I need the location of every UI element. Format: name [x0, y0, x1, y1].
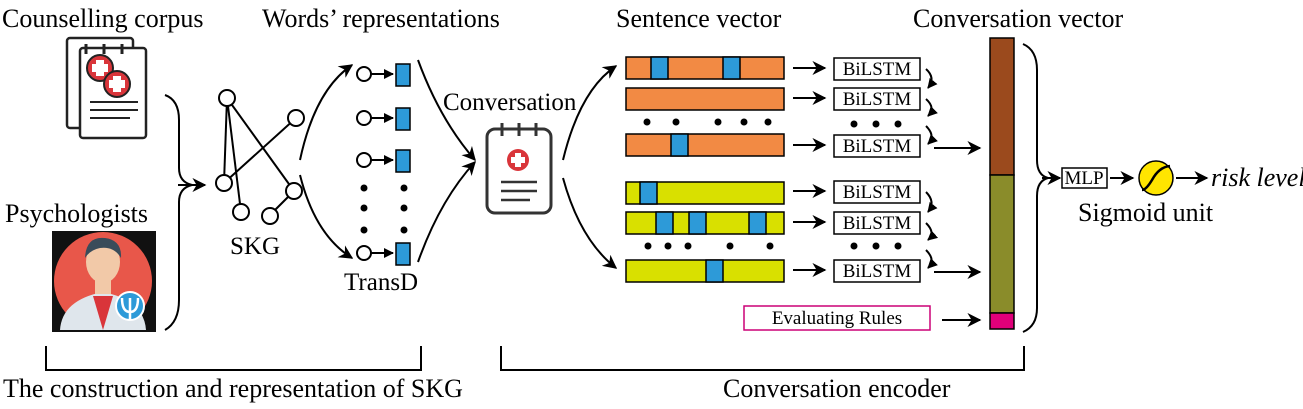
psychologists-label: Psychologists — [5, 199, 148, 228]
word-embedding-pair — [356, 149, 411, 173]
svg-text:MLP: MLP — [1064, 168, 1103, 189]
skg-to-embeddings-arrow-top — [299, 64, 354, 161]
svg-text:BiLSTM: BiLSTM — [843, 89, 912, 110]
words-representations-label: Words’ representations — [262, 4, 500, 33]
svg-text:BiLSTM: BiLSTM — [843, 213, 912, 234]
graph-node — [232, 203, 250, 221]
word-embedding-pair — [356, 63, 411, 87]
sentence-vector-bar — [625, 181, 785, 205]
skg-label: SKG — [230, 233, 280, 260]
clipboard-medical-icon — [485, 123, 553, 215]
svg-text:Evaluating Rules: Evaluating Rules — [772, 308, 902, 329]
bilstm-box: BiLSTM — [833, 134, 921, 158]
sigmoid-icon — [1138, 160, 1174, 196]
sentence-vector-bar — [625, 56, 785, 80]
svg-text:BiLSTM: BiLSTM — [843, 261, 912, 282]
conversation-to-sentences-arrow-top — [562, 65, 618, 161]
bilstm-box: BiLSTM — [833, 211, 921, 235]
transd-label: TransD — [344, 269, 418, 296]
bilstm-box: BiLSTM — [833, 87, 921, 111]
embeddings-to-conversation-arrow-top — [417, 59, 476, 162]
graph-node — [285, 182, 303, 200]
svg-text:BiLSTM: BiLSTM — [843, 182, 912, 203]
sigmoid-unit-label: Sigmoid unit — [1078, 198, 1214, 227]
sentence-vector-bar — [625, 211, 785, 235]
bilstm-box: BiLSTM — [833, 57, 921, 81]
section-skg-bracket — [45, 346, 422, 371]
word-embedding-pair — [356, 242, 411, 266]
sentence-vector-label: Sentence vector — [616, 4, 782, 33]
conversation-vector-label: Conversation vector — [913, 4, 1123, 33]
word-embedding-pair — [356, 107, 411, 131]
section-encoder-bracket — [500, 346, 1025, 371]
graph-node — [218, 89, 236, 107]
bilstm-box: BiLSTM — [833, 259, 921, 283]
counselling-corpus-label: Counselling corpus — [2, 4, 204, 33]
risk-level-label: risk level — [1211, 163, 1303, 192]
output-brace — [1022, 43, 1052, 333]
skg-graph — [215, 89, 305, 225]
evaluating-rules-box: Evaluating Rules — [743, 305, 931, 331]
mlp-box: MLP — [1061, 167, 1108, 189]
sentence-vector-bar — [625, 259, 785, 283]
svg-text:BiLSTM: BiLSTM — [843, 59, 912, 80]
conversation-to-sentences-arrow-bottom — [562, 177, 618, 269]
word-representations — [356, 63, 411, 266]
input-merge-brace — [164, 94, 207, 331]
bilstm-layer: BiLSTM BiLSTM BiLSTM BiLSTM BiLSTM BiLST… — [793, 57, 982, 283]
conversation-vector-column — [989, 37, 1015, 330]
bilstm-box: BiLSTM — [833, 180, 921, 204]
sentence-vector-bar — [625, 87, 785, 111]
section-encoder-label: Conversation encoder — [723, 374, 951, 403]
svg-text:BiLSTM: BiLSTM — [843, 136, 912, 157]
skg-to-embeddings-arrow-bottom — [299, 174, 354, 259]
graph-node — [215, 174, 233, 192]
sentence-vector-bar — [625, 133, 785, 157]
psychologist-avatar-icon — [52, 231, 156, 332]
graph-node — [261, 207, 279, 225]
document-stack-icon — [65, 36, 148, 140]
conversation-label: Conversation — [443, 89, 577, 116]
graph-node — [287, 109, 305, 127]
sentence-vectors — [625, 56, 785, 283]
embeddings-to-conversation-arrow-bottom — [417, 160, 476, 263]
section-skg-label: The construction and representation of S… — [3, 374, 463, 403]
